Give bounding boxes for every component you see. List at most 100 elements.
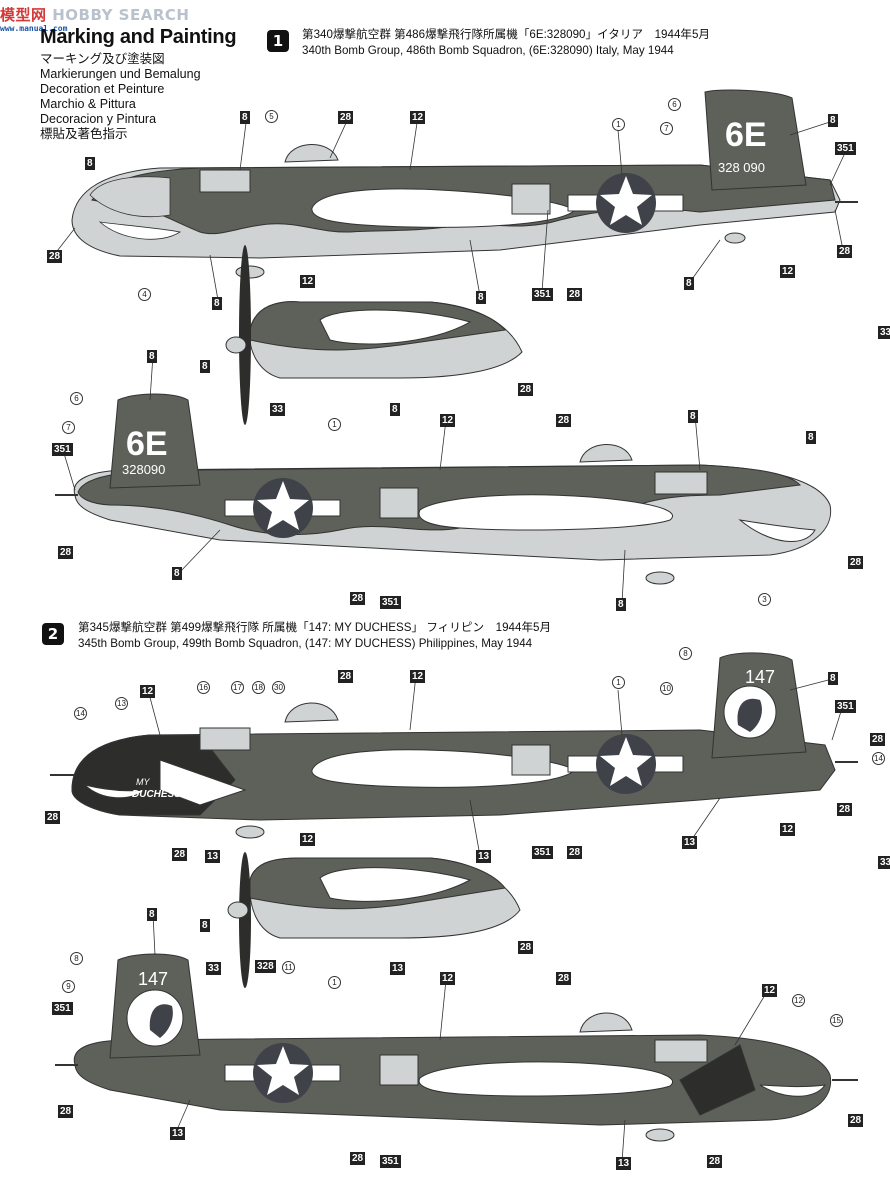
tail-code-2b: 147 [138, 969, 168, 989]
decal-label: 1 [612, 676, 625, 689]
section-1-caption-en: 340th Bomb Group, 486th Bomb Squadron, (… [302, 44, 674, 57]
part-label: 351 [532, 846, 553, 859]
decal-label: 17 [231, 681, 244, 694]
part-label: 12 [440, 414, 456, 427]
plane-1-nacelle [225, 245, 523, 425]
part-label: 13 [390, 962, 406, 975]
part-label: 28 [45, 811, 61, 824]
decal-label: 6 [70, 392, 83, 405]
part-label: 28 [47, 250, 63, 263]
part-label: 8 [212, 297, 222, 310]
part-label: 8 [828, 114, 838, 127]
part-label: 13 [682, 836, 698, 849]
part-label: 13 [170, 1127, 186, 1140]
edge-label: 28 [870, 733, 886, 746]
plane-2-right-view: 147 [55, 953, 858, 1142]
part-label: 8 [806, 431, 816, 444]
decal-label: 30 [272, 681, 285, 694]
part-label: 28 [567, 846, 583, 859]
plane-2-left-view: 147 MY DUCHESS [50, 652, 858, 839]
part-label: 8 [172, 567, 182, 580]
part-label: 12 [762, 984, 778, 997]
decal-label: 9 [62, 980, 75, 993]
part-label: 28 [837, 245, 853, 258]
part-label: 12 [410, 670, 426, 683]
tail-code-1b: 6E [126, 425, 168, 463]
part-label: 12 [300, 275, 316, 288]
part-label: 8 [240, 111, 250, 124]
decal-label: 4 [138, 288, 151, 301]
part-label: 351 [835, 700, 856, 713]
part-label: 12 [300, 833, 316, 846]
title-it: Marchio & Pittura [40, 97, 136, 111]
decal-label: 8 [70, 952, 83, 965]
section-1-number: 1 [267, 30, 289, 52]
part-label: 351 [532, 288, 553, 301]
part-label: 28 [848, 556, 864, 569]
part-label: 28 [350, 1152, 366, 1165]
edge-label: 14 [872, 752, 885, 765]
part-label: 8 [200, 360, 210, 373]
decal-label: 13 [115, 697, 128, 710]
part-label: 12 [780, 823, 796, 836]
part-label: 28 [556, 414, 572, 427]
decal-label: 1 [612, 118, 625, 131]
nose-art-duchess: DUCHESS [132, 789, 181, 800]
title-de: Markierungen und Bemalung [40, 67, 201, 81]
title-fr: Decoration et Peinture [40, 82, 165, 96]
part-label: 28 [58, 546, 74, 559]
part-label: 351 [380, 596, 401, 609]
part-label: 328 [255, 960, 276, 973]
part-label: 8 [828, 672, 838, 685]
part-label: 28 [707, 1155, 723, 1168]
title-es: Decoracion y Pintura [40, 112, 157, 126]
part-label: 8 [390, 403, 400, 416]
nose-art-my: MY [136, 777, 150, 787]
part-label: 12 [440, 972, 456, 985]
part-label: 351 [52, 443, 73, 456]
title-cn: 標貼及著色指示 [40, 127, 128, 141]
decal-label: 1 [328, 976, 341, 989]
part-label: 8 [684, 277, 694, 290]
serial-1b: 328090 [122, 462, 165, 477]
part-label: 28 [338, 111, 354, 124]
part-label: 28 [172, 848, 188, 861]
serial-1a: 328 090 [718, 160, 765, 175]
decal-label: 15 [830, 1014, 843, 1027]
part-label: 28 [848, 1114, 864, 1127]
plane-2-nacelle [227, 852, 521, 988]
part-label: 12 [140, 685, 156, 698]
part-label: 28 [350, 592, 366, 605]
decal-label: 6 [668, 98, 681, 111]
section-2-caption-jp: 第345爆撃航空群 第499爆撃飛行隊 所属機「147: MY DUCHESS」… [78, 621, 552, 634]
part-label: 351 [52, 1002, 73, 1015]
part-label: 13 [616, 1157, 632, 1170]
decal-label: 18 [252, 681, 265, 694]
decal-label: 14 [74, 707, 87, 720]
part-label: 28 [556, 972, 572, 985]
tail-code-2a: 147 [745, 667, 775, 687]
part-label: 33 [270, 403, 286, 416]
part-label: 33 [206, 962, 222, 975]
decal-label: 16 [197, 681, 210, 694]
part-label: 28 [567, 288, 583, 301]
watermark-site: www.manual.com [0, 24, 68, 33]
title-jp: マーキング及び塗装図 [40, 52, 165, 66]
tail-code-1a: 6E [725, 116, 767, 154]
edge-label: 33 [878, 856, 890, 869]
decal-label: 5 [265, 110, 278, 123]
decal-label: 12 [792, 994, 805, 1007]
decal-label: 8 [679, 647, 692, 660]
part-label: 8 [147, 350, 157, 363]
part-label: 8 [476, 291, 486, 304]
section-1-caption-jp: 第340爆撃航空群 第486爆撃飛行隊所属機「6E:328090」イタリア 19… [302, 28, 711, 41]
part-label: 13 [476, 850, 492, 863]
part-label: 28 [58, 1105, 74, 1118]
part-label: 12 [410, 111, 426, 124]
part-label: 8 [85, 157, 95, 170]
part-label: 8 [688, 410, 698, 423]
section-2-caption-en: 345th Bomb Group, 499th Bomb Squadron, (… [78, 637, 533, 650]
part-label: 12 [780, 265, 796, 278]
page-title: Marking and Painting [40, 26, 237, 48]
